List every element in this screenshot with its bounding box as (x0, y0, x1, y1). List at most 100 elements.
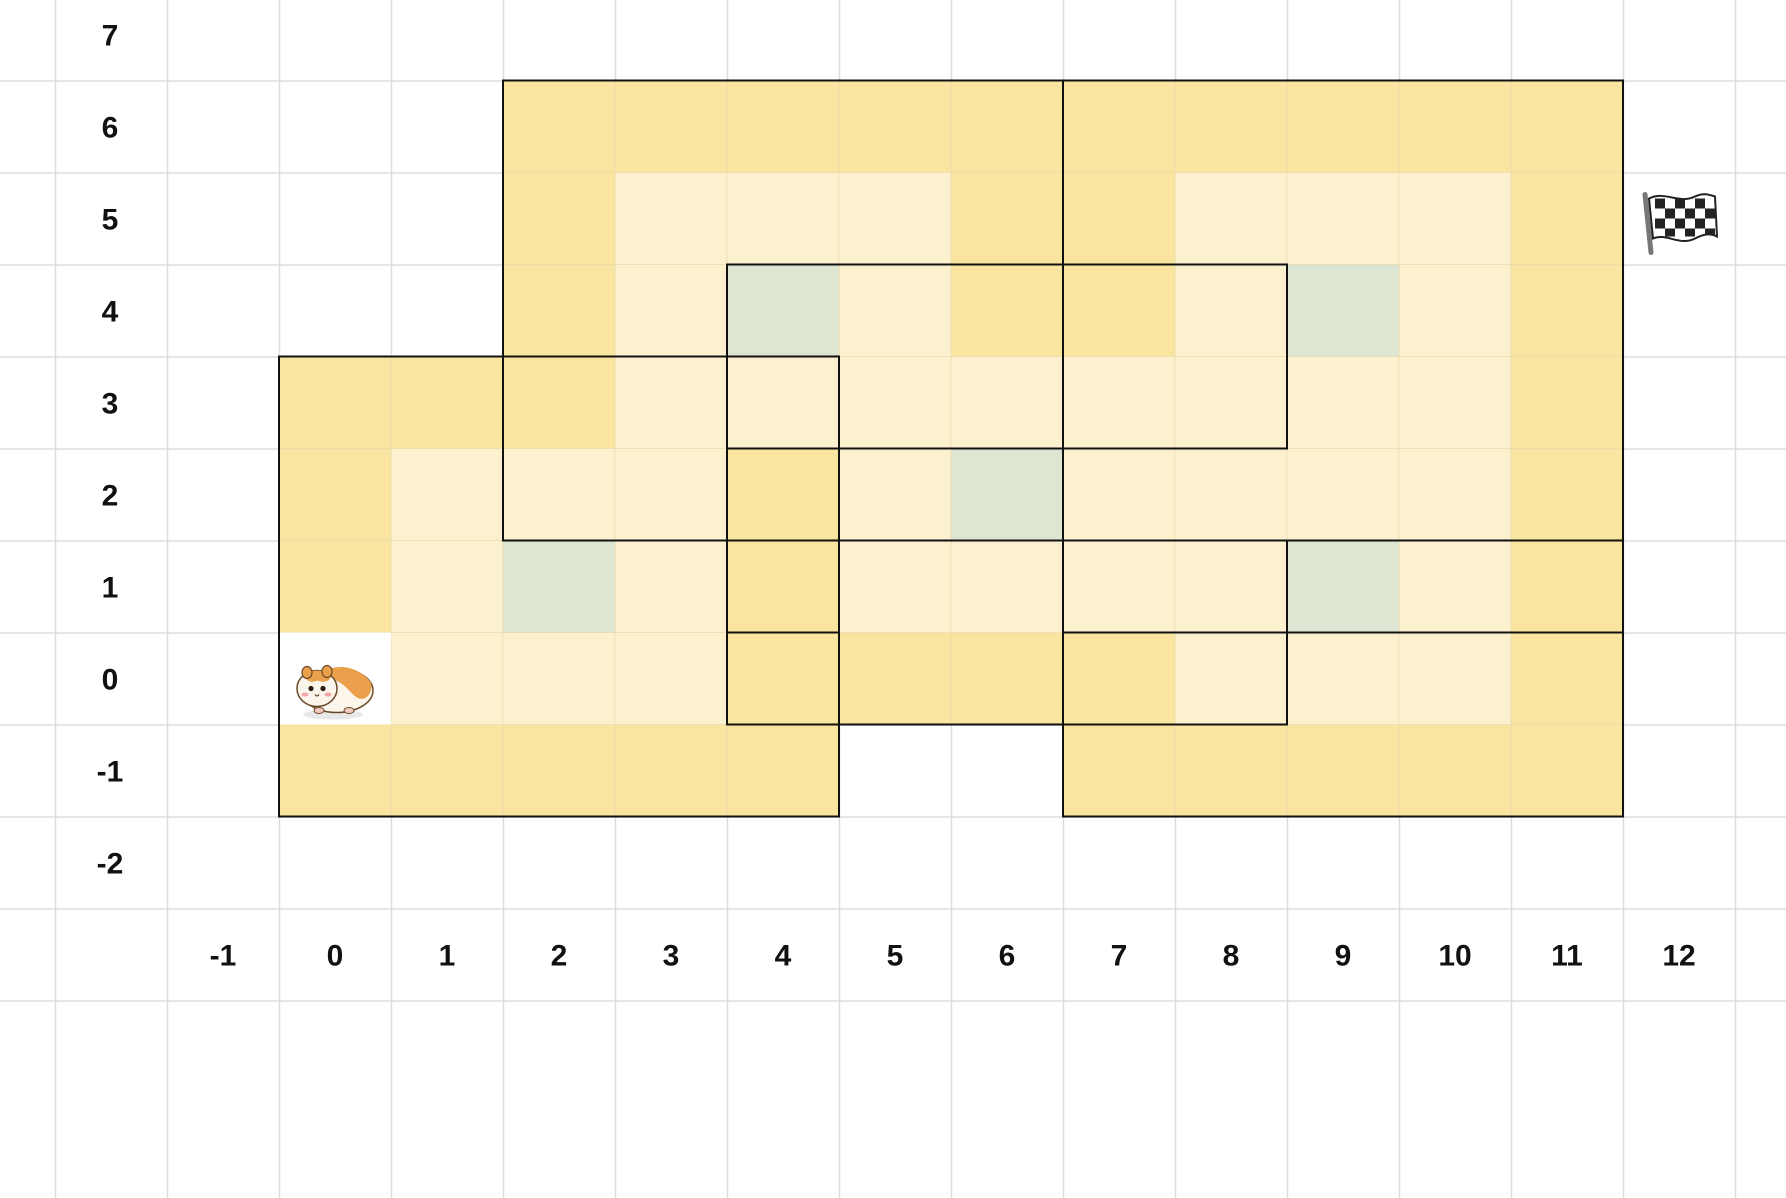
checkered-flag-icon[interactable] (1642, 192, 1719, 255)
wall-tile (1062, 80, 1176, 173)
floor-tile (1174, 356, 1288, 449)
floor-tile (614, 356, 728, 449)
bonus-tile (1286, 540, 1400, 633)
floor-tile (1398, 172, 1512, 265)
wall-tile (278, 356, 392, 449)
wall-tile (1062, 172, 1176, 265)
floor-tile (1398, 356, 1512, 449)
bonus-tile (950, 448, 1064, 541)
floor-tile (1174, 632, 1288, 725)
x-axis-label: 5 (887, 940, 904, 973)
wall-tile (1510, 80, 1624, 173)
floor-tile (838, 356, 952, 449)
region-border (1062, 539, 1624, 818)
floor-tile (1398, 448, 1512, 541)
wall-tile (1062, 724, 1176, 817)
floor-tile (1286, 356, 1400, 449)
wall-tile (1510, 356, 1624, 449)
y-axis-label: 2 (102, 480, 119, 513)
wall-tile (1174, 80, 1288, 173)
wall-tile (614, 724, 728, 817)
floor-tile (390, 448, 504, 541)
floor-tile (726, 356, 840, 449)
wall-tile (838, 80, 952, 173)
floor-tile (1062, 448, 1176, 541)
board-tiles (278, 80, 1624, 817)
floor-tile (614, 632, 728, 725)
wall-tile (1398, 724, 1512, 817)
wall-tile (390, 356, 504, 449)
wall-tile (950, 172, 1064, 265)
wall-tile (1398, 80, 1512, 173)
floor-tile (1062, 356, 1176, 449)
wall-tile (1062, 632, 1176, 725)
y-axis-label: 4 (102, 296, 119, 329)
hamster-icon[interactable] (296, 664, 374, 720)
floor-tile (1174, 540, 1288, 633)
wall-tile (838, 632, 952, 725)
wall-tile (502, 356, 616, 449)
floor-tile (390, 540, 504, 633)
x-axis-label: 4 (775, 940, 792, 973)
floor-tile (838, 448, 952, 541)
wall-tile (1510, 264, 1624, 357)
floor-tile (726, 172, 840, 265)
floor-tile (614, 448, 728, 541)
y-axis-label: 0 (102, 664, 119, 697)
wall-tile (1510, 172, 1624, 265)
floor-tile (1286, 172, 1400, 265)
wall-tile (1286, 80, 1400, 173)
floor-tile (1062, 540, 1176, 633)
bonus-tile (502, 540, 616, 633)
floor-tile (1398, 632, 1512, 725)
x-axis-label: 12 (1662, 940, 1695, 973)
floor-tile (1286, 632, 1400, 725)
y-axis-label: 7 (102, 20, 119, 53)
wall-tile (502, 172, 616, 265)
floor-tile (838, 172, 952, 265)
y-axis-label: 1 (102, 572, 119, 605)
wall-tile (1062, 264, 1176, 357)
x-axis-label: 3 (663, 940, 680, 973)
y-axis-label: -1 (97, 756, 124, 789)
wall-tile (1510, 540, 1624, 633)
floor-tile (838, 540, 952, 633)
wall-tile (1510, 632, 1624, 725)
y-axis-label: 5 (102, 204, 119, 237)
y-axis-label: 6 (102, 112, 119, 145)
wall-tile (278, 724, 392, 817)
wall-tile (1174, 724, 1288, 817)
bonus-tile (1286, 264, 1400, 357)
y-axis-label: 3 (102, 388, 119, 421)
floor-tile (1286, 448, 1400, 541)
x-axis-label: 7 (1111, 940, 1128, 973)
x-axis-label: 0 (327, 940, 344, 973)
floor-tile (1174, 264, 1288, 357)
wall-tile (502, 80, 616, 173)
bonus-tile (726, 264, 840, 357)
x-axis-label: 9 (1335, 940, 1352, 973)
wall-tile (726, 724, 840, 817)
x-axis-label: -1 (210, 940, 237, 973)
x-axis-label: 1 (439, 940, 456, 973)
floor-tile (614, 172, 728, 265)
floor-tile (1174, 172, 1288, 265)
wall-tile (390, 724, 504, 817)
wall-tile (278, 448, 392, 541)
wall-tile (726, 540, 840, 633)
floor-tile (950, 540, 1064, 633)
wall-tile (950, 264, 1064, 357)
wall-tile (1510, 724, 1624, 817)
floor-tile (950, 356, 1064, 449)
floor-tile (1398, 264, 1512, 357)
region-border (726, 539, 1288, 726)
x-axis-label: 6 (999, 940, 1016, 973)
wall-tile (726, 632, 840, 725)
floor-tile (1398, 540, 1512, 633)
wall-tile (502, 724, 616, 817)
wall-tile (1510, 448, 1624, 541)
region-border (278, 355, 840, 818)
region-border (1062, 79, 1624, 634)
